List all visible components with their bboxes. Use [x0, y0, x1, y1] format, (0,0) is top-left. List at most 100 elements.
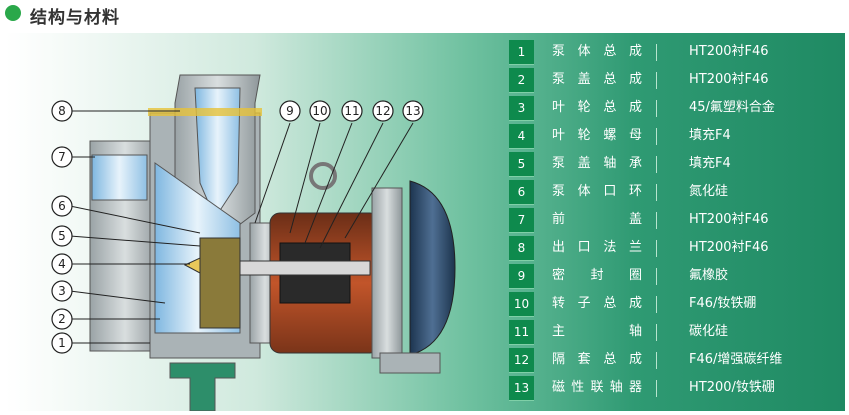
callout-number: 8: [58, 104, 66, 118]
column-divider: [656, 128, 657, 145]
part-name: 密封圈: [552, 268, 642, 283]
column-divider: [656, 296, 657, 313]
callout-circle: [372, 100, 394, 122]
callout-3: 3: [51, 280, 73, 302]
callout-11: 11: [341, 100, 363, 122]
callout-number: 2: [58, 312, 66, 326]
column-divider: [656, 324, 657, 341]
callout-7: 7: [51, 146, 73, 168]
bullet-icon: [5, 5, 21, 21]
part-material: HT200衬F46: [689, 72, 769, 87]
part-name: 出口法兰: [552, 240, 642, 255]
column-divider: [656, 100, 657, 117]
legend-number: 8: [509, 236, 534, 261]
callout-2: 2: [51, 308, 73, 330]
legend-row: 5 泵盖轴承 填充F4: [509, 152, 839, 177]
callout-number: 13: [405, 104, 420, 118]
legend-number: 2: [509, 68, 534, 93]
callout-10: 10: [309, 100, 331, 122]
legend-number: 13: [509, 376, 534, 401]
part-material: 填充F4: [689, 156, 731, 171]
callout-circle: [402, 100, 424, 122]
column-divider: [656, 184, 657, 201]
pump-cross-section-diagram: [69, 74, 456, 411]
section-header: 结构与材料: [0, 0, 849, 30]
part-material: HT200衬F46: [689, 240, 769, 255]
column-divider: [656, 352, 657, 369]
part-name: 泵盖轴承: [552, 156, 642, 171]
part-name: 转子总成: [552, 296, 642, 311]
callout-circle: [51, 225, 73, 247]
callout-4: 4: [51, 253, 73, 275]
part-material: F46/增强碳纤维: [689, 352, 783, 367]
legend-number: 9: [509, 264, 534, 289]
part-material: HT200衬F46: [689, 44, 769, 59]
column-divider: [656, 212, 657, 229]
part-name: 隔套总成: [552, 352, 642, 367]
legend-row: 4 叶轮螺母 填充F4: [509, 124, 839, 149]
callout-number: 4: [58, 257, 66, 271]
callout-number: 9: [286, 104, 294, 118]
part-material: HT200衬F46: [689, 212, 769, 227]
legend-number: 4: [509, 124, 534, 149]
impeller: [183, 237, 241, 329]
callout-5: 5: [51, 225, 73, 247]
callout-number: 3: [58, 284, 66, 298]
part-material: 填充F4: [689, 128, 731, 143]
legend-number: 1: [509, 40, 534, 65]
callout-leaders: [69, 110, 414, 344]
legend-row: 12 隔套总成 F46/增强碳纤维: [509, 348, 839, 373]
legend-row: 9 密封圈 氟橡胶: [509, 264, 839, 289]
part-material: 氟橡胶: [689, 268, 729, 283]
part-name: 泵体口环: [552, 184, 642, 199]
callout-circle: [51, 332, 73, 354]
legend-number: 5: [509, 152, 534, 177]
part-material: F46/钕铁硼: [689, 296, 757, 311]
legend-number: 3: [509, 96, 534, 121]
section-title: 结构与材料: [30, 8, 120, 28]
motor-housing: [239, 162, 456, 374]
column-divider: [656, 380, 657, 397]
column-divider: [656, 156, 657, 173]
callout-number: 10: [312, 104, 327, 118]
callout-number: 11: [344, 104, 359, 118]
part-name: 叶轮螺母: [552, 128, 642, 143]
callout-circle: [51, 146, 73, 168]
legend-row: 10 转子总成 F46/钕铁硼: [509, 292, 839, 317]
callout-1: 1: [51, 332, 73, 354]
legend-number: 12: [509, 348, 534, 373]
part-name: 主轴: [552, 324, 642, 339]
callout-8: 8: [51, 100, 73, 122]
part-name: 磁性联轴器: [552, 380, 642, 395]
callout-12: 12: [372, 100, 394, 122]
callout-circle: [341, 100, 363, 122]
callout-circle: [51, 280, 73, 302]
callout-circle: [309, 100, 331, 122]
callout-circle: [51, 100, 73, 122]
legend-row: 8 出口法兰 HT200衬F46: [509, 236, 839, 261]
callout-9: 9: [279, 100, 301, 122]
part-material: 碳化硅: [689, 324, 729, 339]
column-divider: [656, 268, 657, 285]
callout-number: 1: [58, 336, 66, 350]
part-name: 前盖: [552, 212, 642, 227]
callout-circle: [51, 308, 73, 330]
column-divider: [656, 44, 657, 61]
callout-number: 5: [58, 229, 66, 243]
part-material: 氮化硅: [689, 184, 729, 199]
column-divider: [656, 240, 657, 257]
callout-circle: [279, 100, 301, 122]
legend-number: 10: [509, 292, 534, 317]
callout-number: 12: [375, 104, 390, 118]
callout-circle: [51, 253, 73, 275]
part-material: 45/氟塑料合金: [689, 100, 775, 115]
callout-13: 13: [402, 100, 424, 122]
callout-number: 6: [58, 199, 66, 213]
